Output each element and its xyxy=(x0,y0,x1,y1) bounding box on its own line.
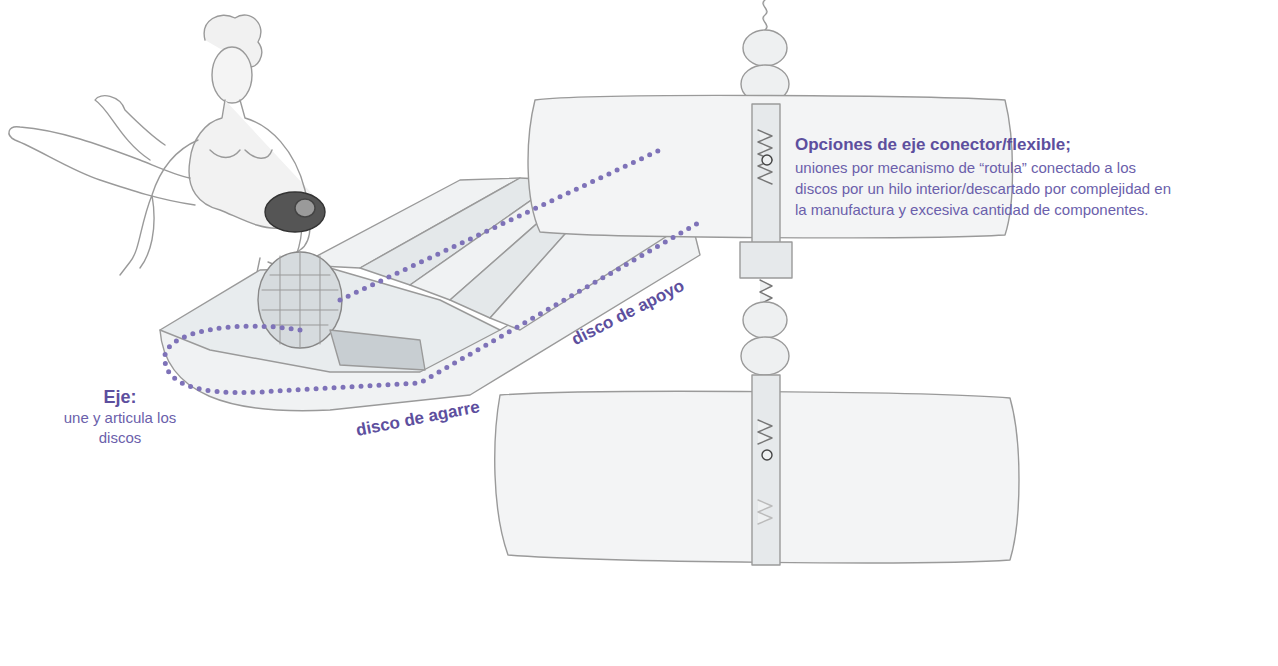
figure-sketch xyxy=(9,15,325,282)
part-heading: Eje: xyxy=(60,386,180,409)
note-heading: Opciones de eje conector/flexible; xyxy=(795,134,1175,155)
dotted-axis-line xyxy=(165,150,700,393)
note-body: uniones por mecanismo de “rotula” conect… xyxy=(795,157,1175,220)
part-description: une y articula los discos xyxy=(45,408,195,448)
flexible-axis-sketch xyxy=(495,0,1019,565)
